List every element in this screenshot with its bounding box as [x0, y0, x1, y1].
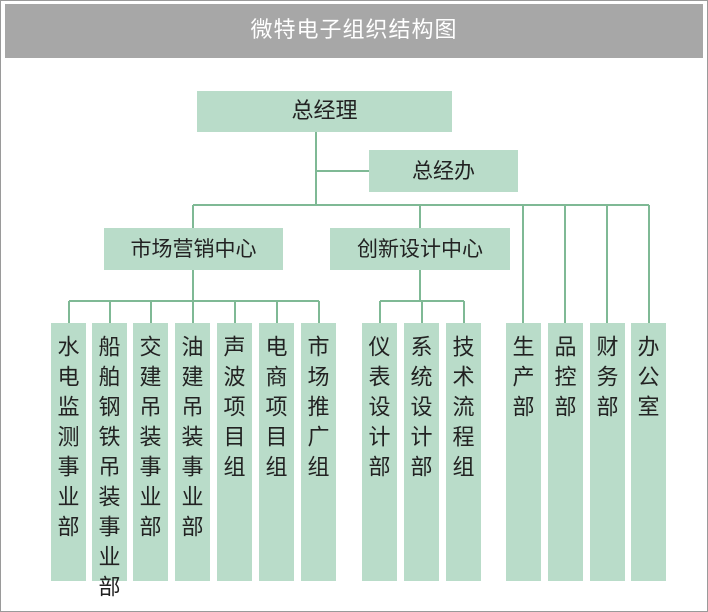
- node-box: [404, 323, 439, 581]
- node-system: 系统设计部: [404, 323, 439, 581]
- node-ecommerce: 电商项目组: [259, 323, 294, 581]
- page-title: 微特电子组织结构图: [250, 18, 458, 43]
- node-box: [362, 323, 397, 581]
- node-box: [104, 228, 283, 270]
- node-box: [506, 323, 541, 581]
- node-gm: 总经理: [197, 91, 452, 132]
- node-label: 电商项目组: [265, 336, 287, 481]
- node-box: [548, 323, 583, 581]
- node-label: 水电监测事业部: [57, 336, 79, 541]
- node-label: 技术流程组: [452, 336, 474, 481]
- node-promotion: 市场推广组: [301, 323, 336, 581]
- node-label: 仪表设计部: [368, 336, 390, 481]
- node-box: [51, 323, 86, 581]
- node-box: [590, 323, 625, 581]
- node-box: [446, 323, 481, 581]
- node-tech: 技术流程组: [446, 323, 481, 581]
- node-label: 油建吊装事业部: [181, 336, 203, 541]
- node-sonar: 声波项目组: [217, 323, 252, 581]
- node-box: [217, 323, 252, 581]
- title-bar: 微特电子组织结构图: [5, 4, 703, 58]
- node-marketing: 市场营销中心: [104, 228, 283, 270]
- node-hydro: 水电监测事业部: [51, 323, 86, 581]
- node-label: 总经理: [291, 99, 357, 124]
- node-label: 系统设计部: [410, 336, 432, 481]
- node-box: [631, 323, 666, 581]
- node-label: 总经办: [412, 159, 475, 183]
- node-label: 品控部: [554, 336, 576, 421]
- node-label: 船舶钢铁吊装事业部: [98, 336, 120, 601]
- node-box: [301, 323, 336, 581]
- node-production: 生产部: [506, 323, 541, 581]
- node-ship: 船舶钢铁吊装事业部: [92, 323, 127, 601]
- node-label: 交建吊装事业部: [139, 336, 161, 541]
- node-box: [369, 150, 518, 192]
- node-label: 办公室: [637, 336, 659, 421]
- node-box: [175, 323, 210, 581]
- node-box: [92, 323, 127, 581]
- node-label: 生产部: [512, 336, 534, 421]
- node-box: [330, 228, 510, 270]
- node-office: 总经办: [369, 150, 518, 192]
- node-quality: 品控部: [548, 323, 583, 581]
- node-box: [259, 323, 294, 581]
- node-box: [197, 91, 452, 132]
- node-label: 市场推广组: [307, 336, 329, 481]
- node-label: 市场营销中心: [131, 237, 257, 261]
- node-label: 财务部: [596, 336, 618, 421]
- node-oil: 油建吊装事业部: [175, 323, 210, 581]
- node-traffic: 交建吊装事业部: [133, 323, 168, 581]
- node-box: [133, 323, 168, 581]
- node-innovation: 创新设计中心: [330, 228, 510, 270]
- node-admin: 办公室: [631, 323, 666, 581]
- node-finance: 财务部: [590, 323, 625, 581]
- node-label: 创新设计中心: [357, 237, 483, 261]
- node-instrument: 仪表设计部: [362, 323, 397, 581]
- node-label: 声波项目组: [223, 336, 245, 481]
